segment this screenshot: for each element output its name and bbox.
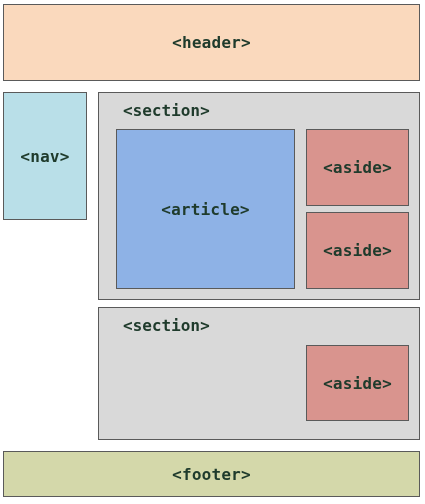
nav-label: <nav> [20, 146, 70, 166]
aside-block-1: <aside> [306, 129, 409, 206]
aside-label-2: <aside> [323, 241, 392, 260]
aside-block-2: <aside> [306, 212, 409, 289]
section-top-label: <section> [123, 101, 210, 120]
aside-label-1: <aside> [323, 158, 392, 177]
aside-block-3: <aside> [306, 345, 409, 421]
footer-block: <footer> [3, 451, 420, 497]
header-block: <header> [3, 4, 420, 81]
article-block: <article> [116, 129, 295, 289]
aside-label-3: <aside> [323, 373, 392, 393]
section-bottom-label: <section> [123, 316, 210, 335]
article-label: <article> [161, 199, 250, 219]
footer-label: <footer> [172, 464, 251, 484]
nav-block: <nav> [3, 92, 87, 220]
header-label: <header> [172, 33, 251, 52]
